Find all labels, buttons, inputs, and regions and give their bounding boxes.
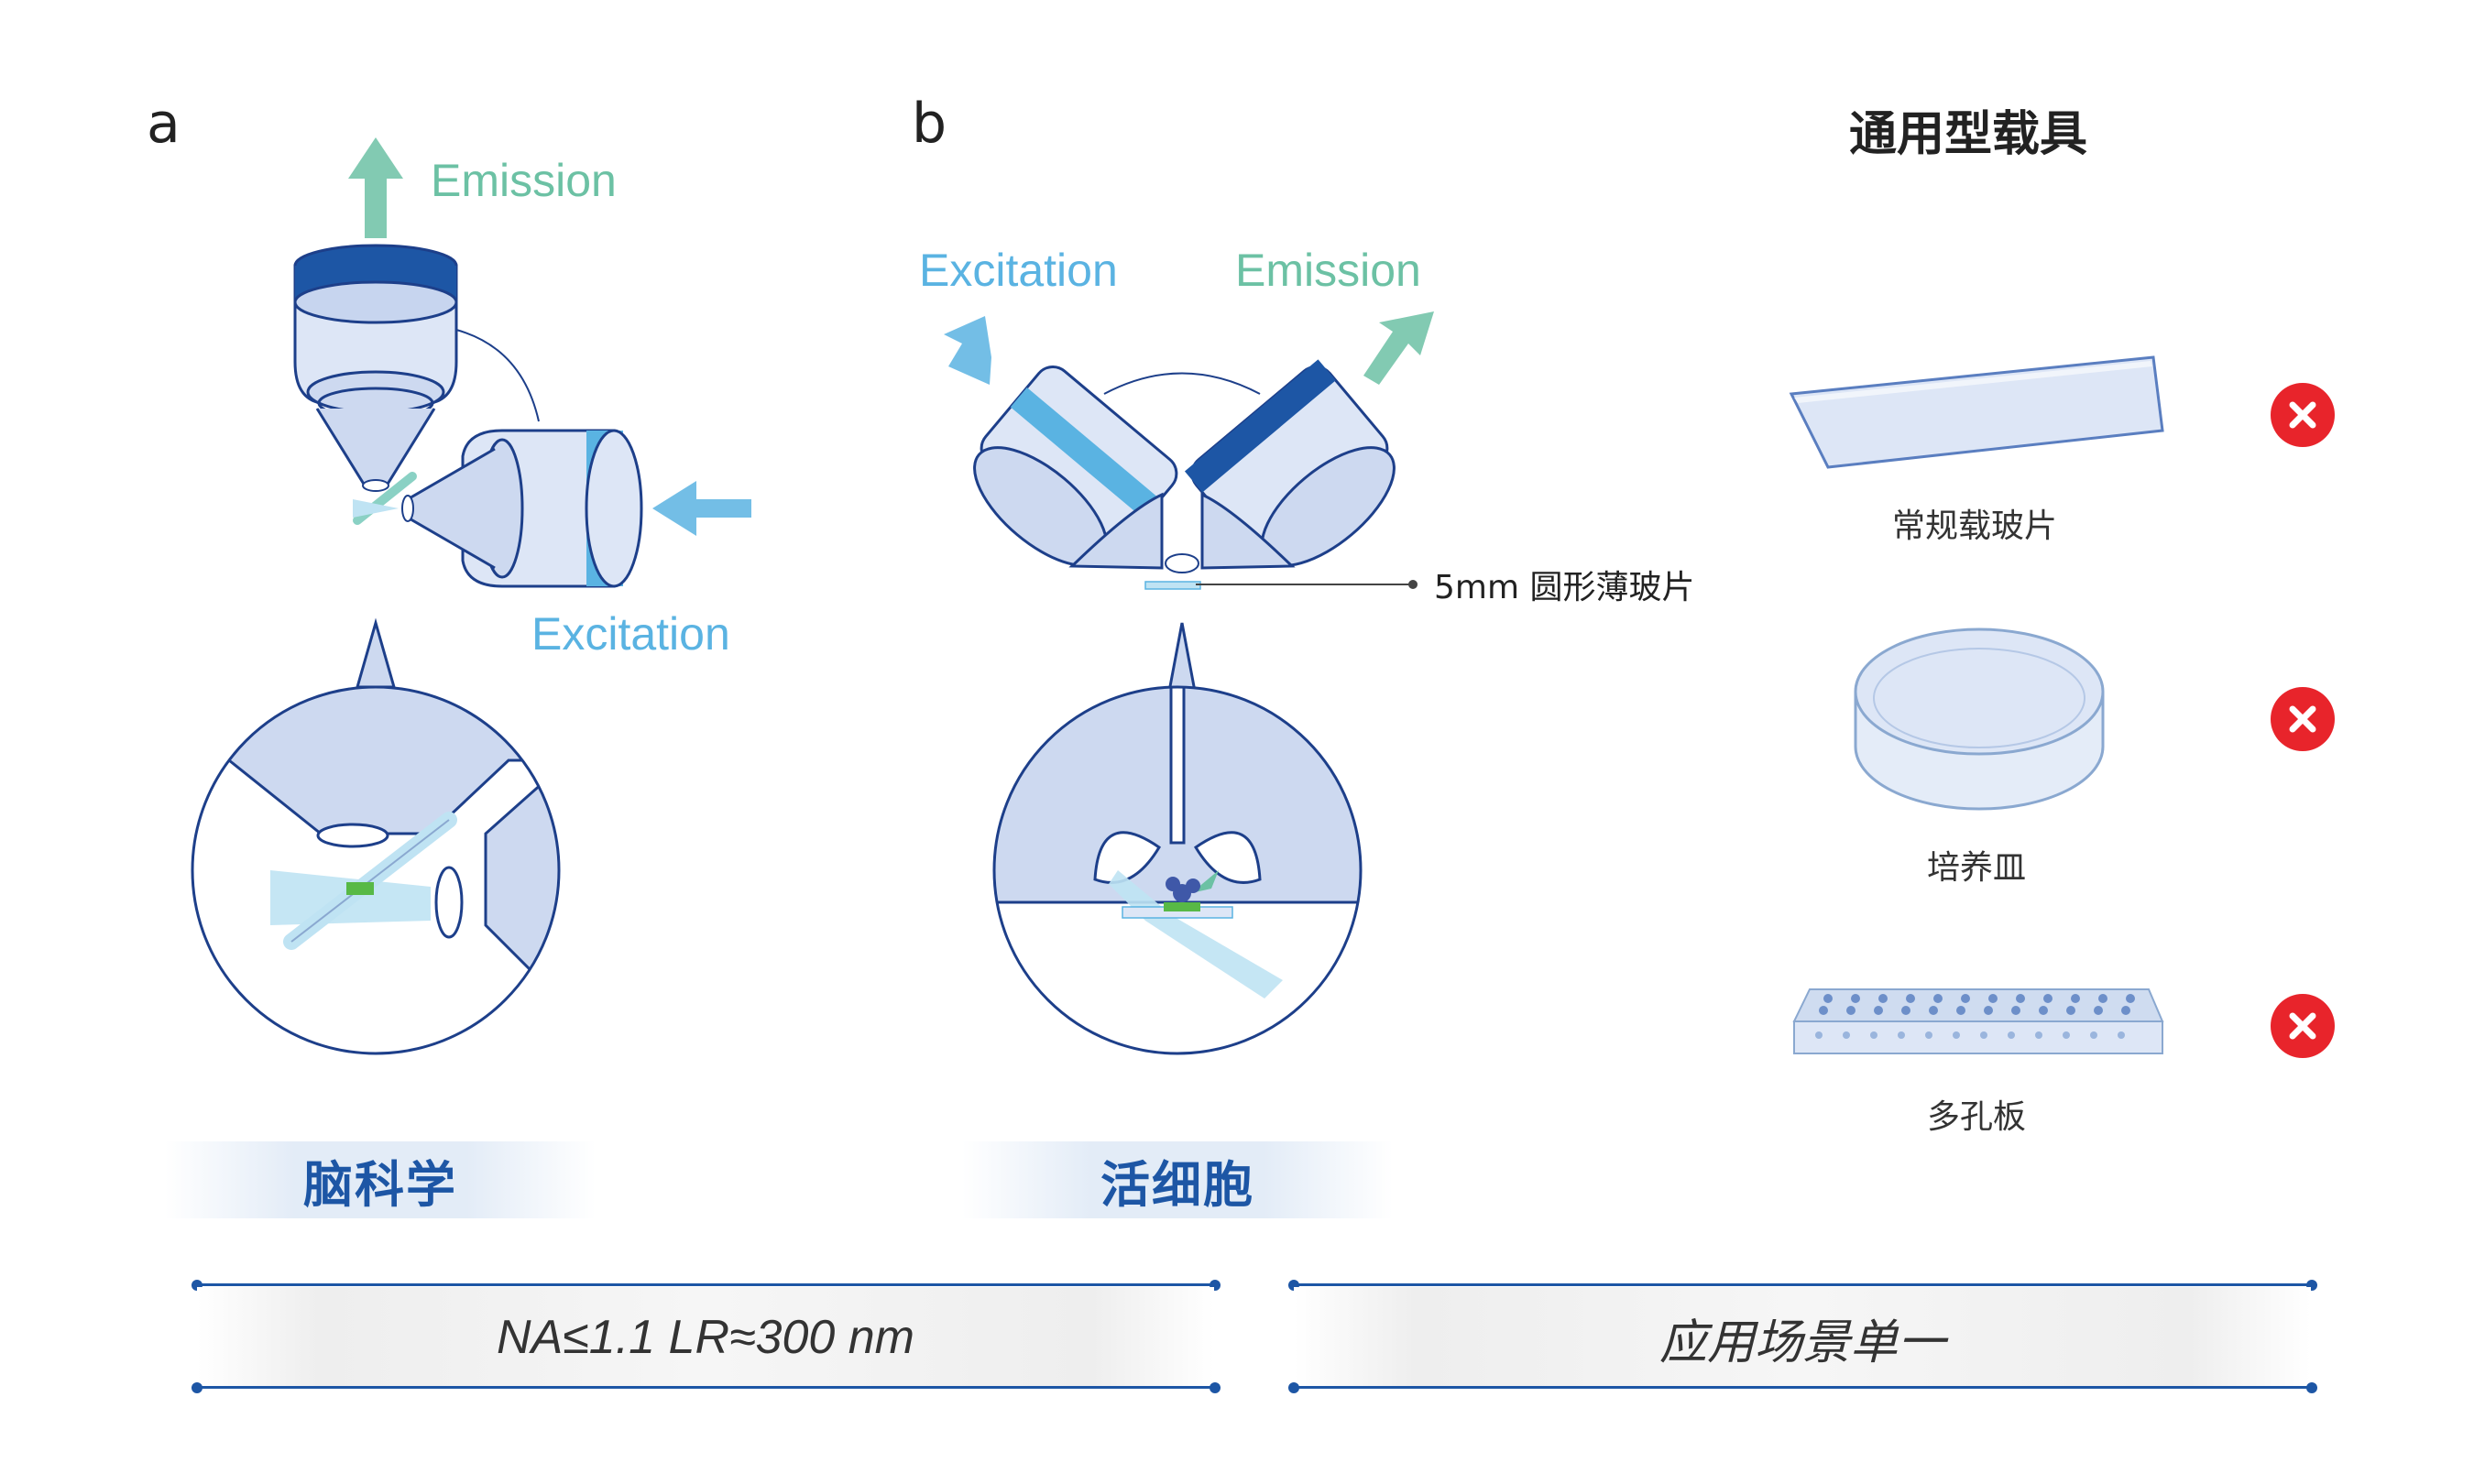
category-band-a: 脑科学 (165, 1141, 596, 1218)
panel-a-emission-arrow (348, 137, 403, 238)
panel-a-horizontal-objective (401, 429, 643, 588)
multiwell-plate-icon (1792, 988, 2164, 1054)
panel-b-letter: b (912, 92, 947, 156)
category-band-b: 活细胞 (962, 1141, 1393, 1218)
carrier-name-slide: 常规载玻片 (1892, 507, 2058, 545)
category-live-cell: 活细胞 (1100, 1155, 1254, 1214)
panel-a-vertical-objective (293, 244, 458, 492)
panel-a-letter: a (147, 92, 181, 156)
panel-a-emission-label: Emission (431, 155, 617, 206)
unsupported-x-icon (2271, 687, 2335, 751)
panel-a-excitation-label: Excitation (531, 608, 730, 660)
carrier-name-dish: 培养皿 (1927, 849, 2027, 887)
divider-line (197, 1386, 1214, 1389)
panel-a-excitation-arrow (652, 481, 751, 536)
divider-line (197, 1283, 1214, 1286)
line-dot (1210, 1382, 1221, 1393)
coverslip-label: 5mm 圆形薄玻片 (1434, 569, 1695, 606)
category-neuroscience: 脑科学 (303, 1155, 457, 1214)
petri-dish-icon (1854, 627, 2105, 811)
slide-icon (1789, 355, 2164, 469)
spec-bar-right: 应用场景单一 (1294, 1287, 2311, 1388)
carriers-title: 通用型载具 (1849, 107, 2088, 162)
panel-b-emission-label: Emission (1235, 245, 1421, 296)
spec-na-lr: NA≤1.1 LR≈300 nm (497, 1311, 914, 1364)
line-dot (192, 1382, 203, 1393)
panel-b-left-objective (973, 366, 1178, 567)
line-dot (2306, 1382, 2317, 1393)
divider-line (1294, 1386, 2311, 1389)
carrier-name-plate: 多孔板 (1927, 1098, 2027, 1136)
panel-b-excitation-arrow (944, 316, 991, 385)
line-dot (1288, 1382, 1299, 1393)
unsupported-x-icon (2271, 994, 2335, 1058)
panel-b-excitation-label: Excitation (919, 245, 1118, 296)
spec-bar-left: NA≤1.1 LR≈300 nm (197, 1287, 1214, 1388)
panel-a-zoom-circle (191, 685, 561, 1055)
divider-line (1294, 1283, 2311, 1286)
spec-single-scenario: 应用场景单一 (1658, 1315, 1945, 1369)
panel-b-emission-arrow (1363, 311, 1434, 385)
unsupported-x-icon (2271, 383, 2335, 447)
panel-b-zoom-circle (992, 685, 1363, 1055)
